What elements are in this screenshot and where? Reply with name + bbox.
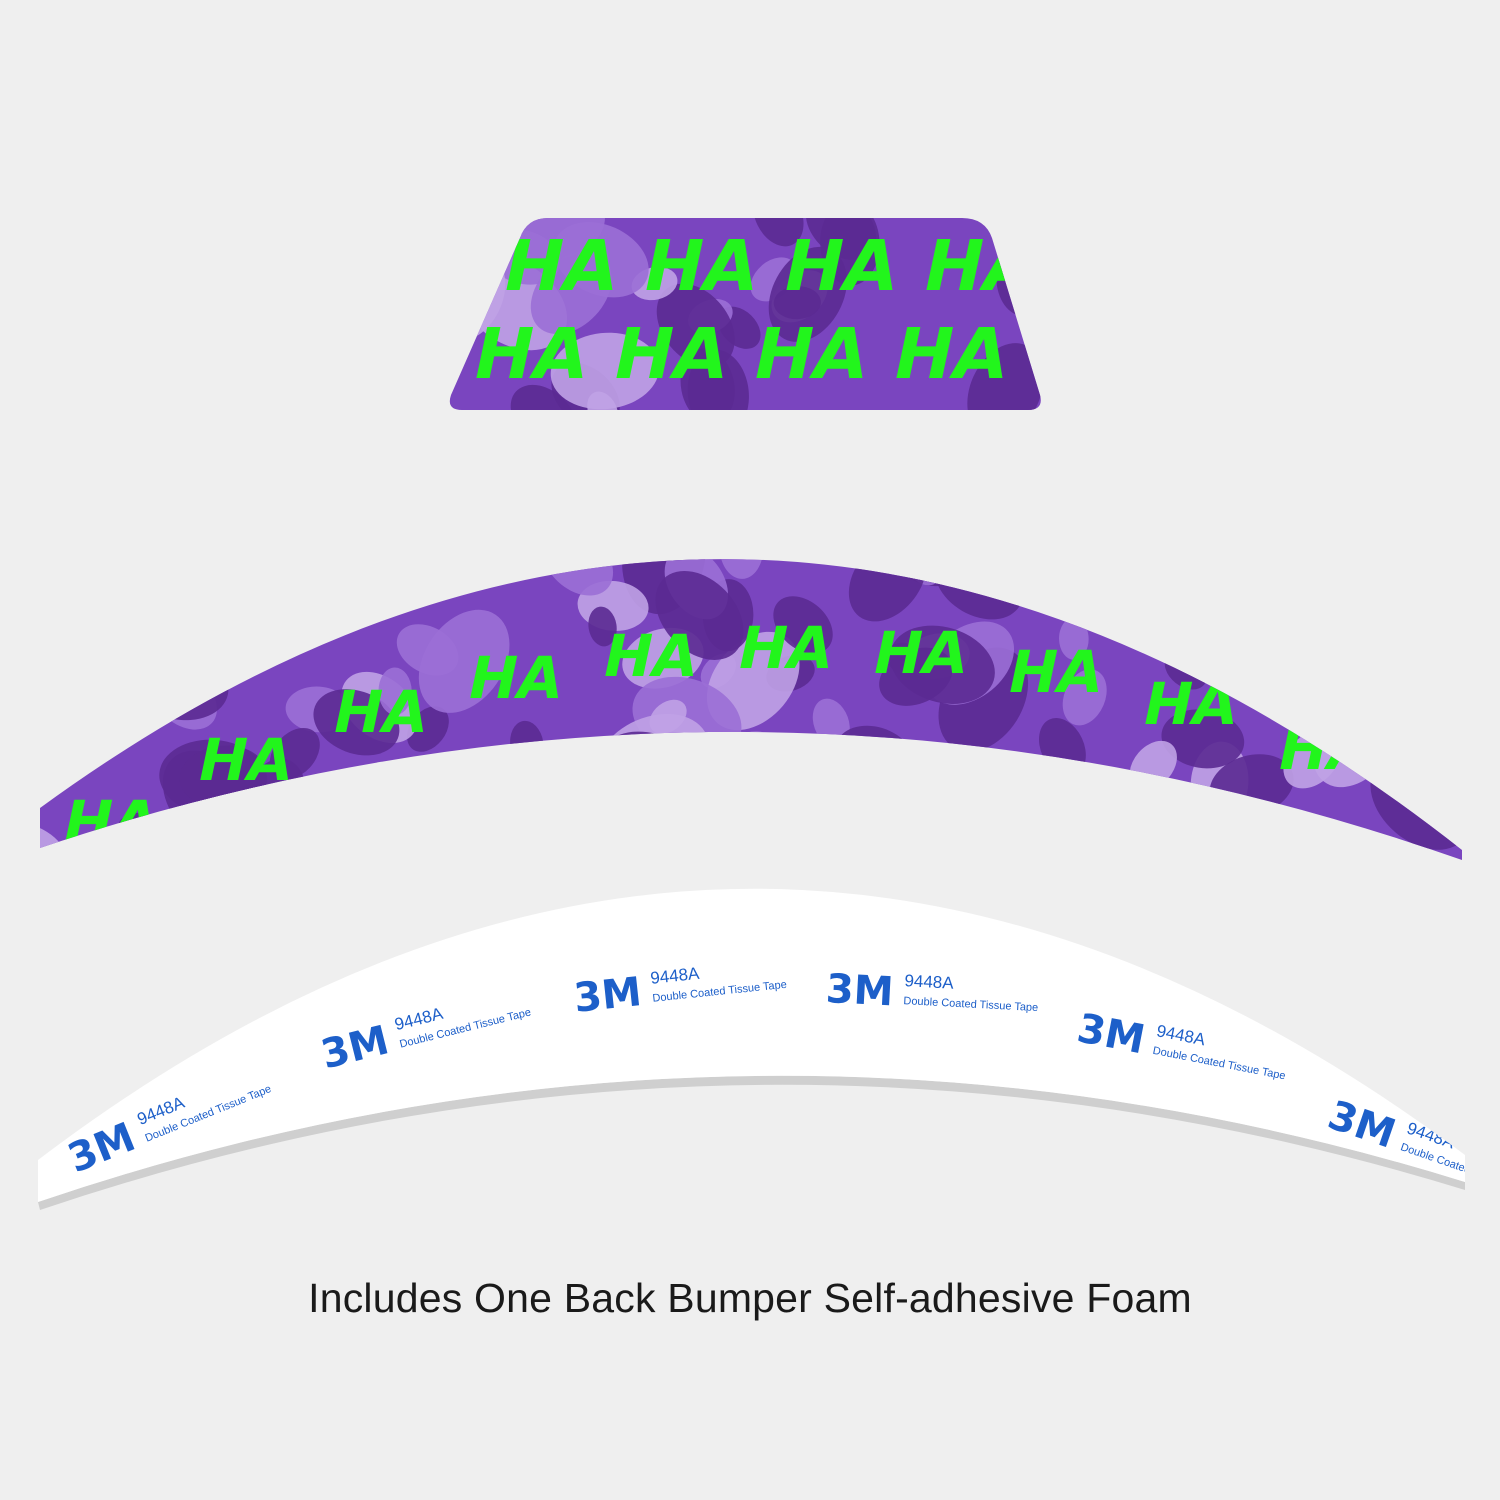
ha-pattern-text: HA — [776, 225, 906, 307]
ha-pattern-text: HA — [636, 225, 766, 307]
ha-pattern-text: HA — [57, 789, 165, 856]
tape-brand: 3M — [572, 969, 644, 1022]
ha-pattern-text: HA — [746, 313, 876, 395]
ha-pattern-text: HA — [886, 313, 1016, 395]
tape-model: 9448A — [904, 971, 955, 993]
caption: Includes One Back Bumper Self-adhesive F… — [308, 1275, 1192, 1321]
ha-pattern-text: HA — [1137, 671, 1245, 738]
ha-pattern-text: HA — [1272, 716, 1380, 783]
ha-pattern-text: HA — [466, 313, 596, 395]
ha-pattern-text: HA — [1002, 639, 1110, 706]
ha-pattern-text: HA — [192, 727, 300, 794]
ha-pattern-text: HA — [327, 679, 435, 746]
bumper-sticker: HA HA HA HA HA HA HA HA HA HA — [40, 559, 1462, 860]
ha-pattern-text: HA — [597, 623, 705, 690]
ha-pattern-text: HA — [496, 225, 626, 307]
tape-brand: 3M — [825, 966, 895, 1015]
ha-pattern-text: HA — [916, 225, 1046, 307]
ha-pattern-text: HA — [606, 313, 736, 395]
ha-pattern-text: HA — [867, 620, 975, 687]
ha-pattern-text: HA — [462, 645, 570, 712]
ha-pattern-text: HA — [732, 615, 840, 682]
